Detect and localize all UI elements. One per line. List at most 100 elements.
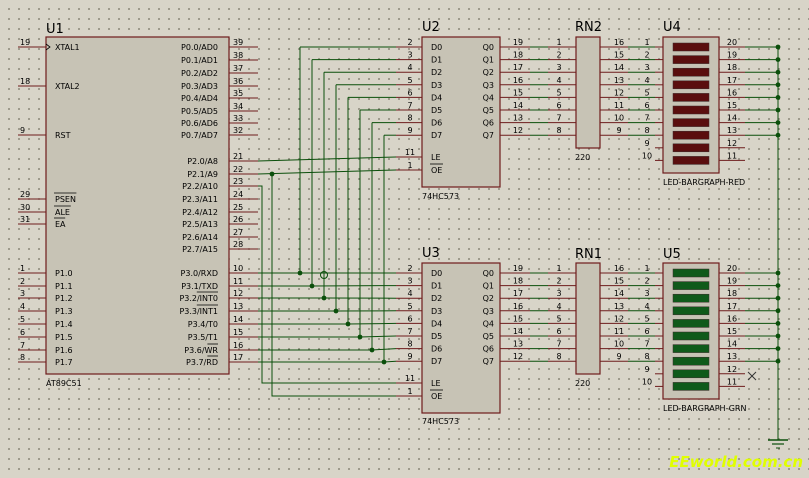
led-segment — [672, 306, 710, 316]
resistor-pin-number: 13 — [614, 302, 624, 311]
latch-pin-name: D5 — [431, 106, 442, 115]
latch-pin-name: Q5 — [483, 106, 494, 115]
latch-pin-number: 11 — [405, 148, 415, 157]
led-segment — [672, 156, 710, 165]
mcu-pin-number: 39 — [233, 38, 243, 47]
resistor-pin-number: 5 — [556, 88, 561, 97]
mcu-pin-number: 34 — [233, 102, 243, 111]
bargraph-pin-number: 20 — [727, 38, 737, 47]
latch-pin-number: 9 — [407, 126, 412, 135]
led-segment — [672, 281, 710, 290]
mcu-pin-name: P2.0/A8 — [187, 157, 218, 166]
mcu-pin-name: P0.1/AD1 — [181, 56, 218, 65]
resistor-pin-number: 14 — [614, 63, 624, 72]
wire — [271, 174, 396, 397]
resistor-pin-number: 6 — [556, 327, 561, 336]
latch-pin-name: Q6 — [483, 119, 494, 128]
latch-ref: U2 — [422, 20, 440, 35]
latch-pin-name: Q6 — [483, 345, 494, 354]
latch-pin-number: 3 — [407, 277, 412, 286]
latch-pin-name: Q0 — [483, 43, 494, 52]
mcu-pin-number: 35 — [233, 89, 243, 98]
resistor-pin-number: 14 — [614, 289, 624, 298]
bargraph-pin-number: 12 — [727, 365, 737, 374]
resistor-pin-number: 10 — [614, 340, 624, 349]
latch-pin-name: Q0 — [483, 269, 494, 278]
resistor-pin-number: 3 — [556, 289, 561, 298]
cross-marker — [320, 271, 328, 279]
bargraph-pin-number: 10 — [642, 151, 652, 160]
mcu-pin-name: XTAL1 — [55, 43, 80, 52]
resistor-pin-number: 12 — [614, 314, 624, 323]
mcu-pin-name: P2.3/A11 — [182, 195, 218, 204]
mcu-pin-number: 13 — [233, 302, 243, 311]
latch-pin-name: Q3 — [483, 81, 494, 90]
bargraph-pin-number: 7 — [644, 340, 649, 349]
led-segment — [672, 93, 710, 102]
mcu-pin-name: RST — [55, 131, 71, 140]
mcu-pin-number: 14 — [233, 315, 243, 324]
resistor-pin-number: 11 — [614, 101, 624, 110]
latch-pin-name: D3 — [431, 81, 442, 90]
bargraph-pin-number: 1 — [644, 264, 649, 273]
latch-pin-number: 15 — [513, 314, 523, 323]
mcu-pin-number: 31 — [20, 215, 30, 224]
bargraph-pin-number: 8 — [644, 126, 649, 135]
latch-pin-number: 12 — [513, 126, 523, 135]
latch-pin-name: Q7 — [483, 131, 494, 140]
led-segment — [672, 105, 710, 115]
mcu-pin-name: P1.2 — [55, 294, 73, 303]
mcu-pin-number: 36 — [233, 77, 243, 86]
mcu-pin-name: ALE — [55, 208, 70, 217]
mcu-pin-name: P0.5/AD5 — [181, 107, 218, 116]
mcu-pin-number: 21 — [233, 152, 243, 161]
bargraph-pin-number: 13 — [727, 126, 737, 135]
led-segment — [672, 331, 710, 341]
mcu-pin-number: 27 — [233, 228, 243, 237]
bargraph-pin-number: 17 — [727, 76, 737, 85]
mcu-pin-number: 25 — [233, 203, 243, 212]
mcu-pin-number: 16 — [233, 341, 243, 350]
resistor-pin-number: 7 — [556, 340, 561, 349]
mcu-pin-name: P2.7/A15 — [182, 245, 218, 254]
mcu-pin-number: 33 — [233, 114, 243, 123]
latch-pin-name: D5 — [431, 332, 442, 341]
mcu-pin-number: 17 — [233, 353, 243, 362]
wire — [359, 335, 397, 338]
bargraph-pin-number: 14 — [727, 340, 737, 349]
resistor-pin-number: 13 — [614, 76, 624, 85]
mcu-pin-number: 8 — [20, 353, 25, 362]
mcu-pin-number: 2 — [20, 277, 25, 286]
mcu-pin-name: P1.1 — [55, 282, 73, 291]
resistor-pin-number: 8 — [556, 352, 561, 361]
resistor-pin-number: 1 — [556, 264, 561, 273]
latch-pin-name: D4 — [431, 319, 442, 328]
latch-pin-number: 9 — [407, 352, 412, 361]
bargraph-pin-number: 10 — [642, 377, 652, 386]
bargraph-pin-number: 2 — [644, 51, 649, 60]
mcu-pin-name: P0.3/AD3 — [181, 82, 218, 91]
latch-pin-name: D6 — [431, 345, 442, 354]
mcu-pin-number: 18 — [20, 77, 30, 86]
led-segment — [672, 268, 710, 278]
latch-pin-name: Q2 — [483, 68, 494, 77]
bargraph-pin-number: 20 — [727, 264, 737, 273]
led-segment — [672, 293, 710, 303]
latch-pin-number: 18 — [513, 277, 523, 286]
bargraph-pin-number: 17 — [727, 302, 737, 311]
led-segment — [672, 118, 710, 127]
latch-pin-number: 2 — [407, 38, 412, 47]
mcu-pin-name: P3.5/T1 — [188, 333, 218, 342]
mcu-pin-name: P2.6/A14 — [182, 233, 218, 242]
latch-pin-number: 14 — [513, 327, 523, 336]
latch-pin-number: 15 — [513, 88, 523, 97]
mcu-pin-name: P2.1/A9 — [187, 170, 218, 179]
resistor-pin-number: 16 — [614, 264, 624, 273]
no-connect-icon — [747, 371, 757, 381]
latch-pin-number: 19 — [513, 38, 523, 47]
latch-pin-name: LE — [431, 379, 441, 388]
latch-pin-number: 4 — [407, 63, 412, 72]
latch-pin-name: D3 — [431, 307, 442, 316]
mcu-ref: U1 — [46, 22, 64, 37]
